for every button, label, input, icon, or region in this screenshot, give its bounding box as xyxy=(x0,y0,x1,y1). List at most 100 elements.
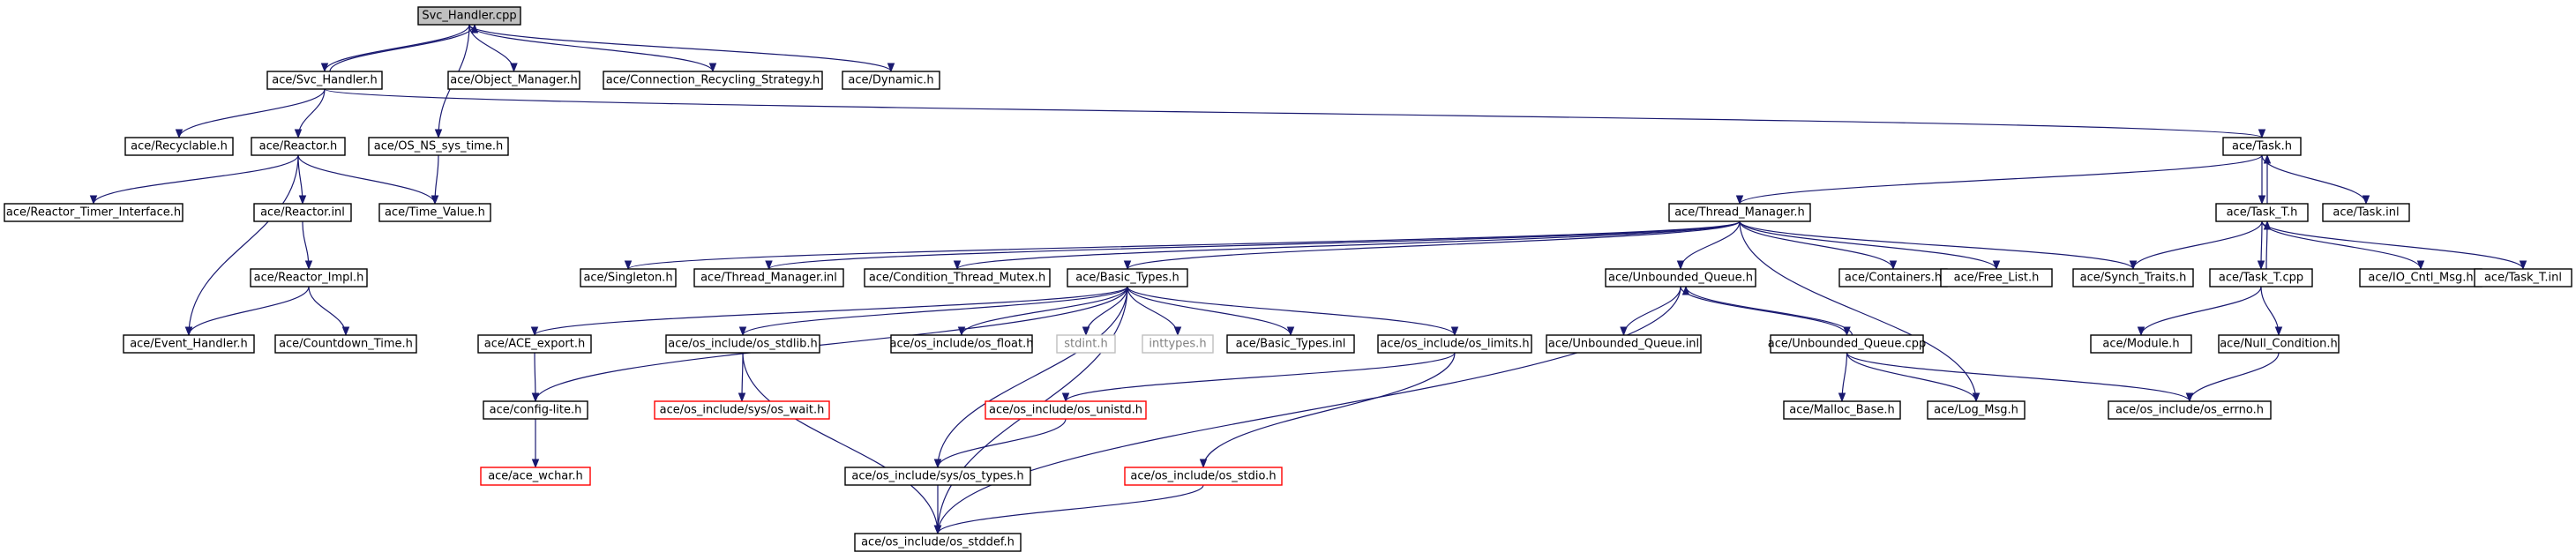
node-log-msg[interactable]: ace/Log_Msg.h xyxy=(1927,400,2026,420)
edge-thread_manager-to-synch_traits xyxy=(1739,220,2138,271)
node-label: inttypes.h xyxy=(1149,338,1206,351)
node-box xyxy=(2222,137,2302,156)
node-label: stdint.h xyxy=(1064,338,1107,351)
node-conn-recycling[interactable]: ace/Connection_Recycling_Strategy.h xyxy=(603,71,823,90)
node-free-list[interactable]: ace/Free_List.h xyxy=(1940,268,2053,287)
node-os-wait[interactable]: ace/os_include/sys/os_wait.h xyxy=(654,400,830,420)
node-stdint[interactable]: stdint.h xyxy=(1056,334,1116,354)
edges-layer xyxy=(89,23,2527,535)
node-label: ace/ace_wchar.h xyxy=(488,470,583,483)
node-module[interactable]: ace/Module.h xyxy=(2090,334,2192,354)
node-inttypes[interactable]: inttypes.h xyxy=(1142,334,1214,354)
node-label: ace/Condition_Thread_Mutex.h xyxy=(869,272,1045,285)
node-object-manager[interactable]: ace/Object_Manager.h xyxy=(447,71,580,90)
nodes-layer: Svc_Handler.cpp ace/Svc_Handler.h ace/Obje… xyxy=(4,6,2572,552)
node-malloc-base[interactable]: ace/Malloc_Base.h xyxy=(1783,400,1901,420)
node-reactor-inl[interactable]: ace/Reactor.inl xyxy=(253,203,352,222)
node-label: ace/Malloc_Base.h xyxy=(1789,404,1895,417)
node-os-stdlib[interactable]: ace/os_include/os_stdlib.h xyxy=(665,334,820,354)
node-os-limits[interactable]: ace/os_include/os_limits.h xyxy=(1377,334,1532,354)
edge-reactor_inl-to-reactor_impl xyxy=(302,220,313,271)
node-label: ace/Synch_Traits.h xyxy=(2080,272,2187,285)
node-label: ace/Svc_Handler.h xyxy=(272,74,377,87)
node-label: ace/Recyclable.h xyxy=(131,140,228,153)
node-basic-types-inl[interactable]: ace/Basic_Types.inl xyxy=(1226,334,1355,354)
edge-reactor_h-to-time_value xyxy=(297,154,439,205)
node-box xyxy=(693,268,844,287)
edge-unbounded_queue_cpp-to-unbounded_queue_h xyxy=(1681,285,1853,336)
edge-reactor_impl-to-countdown_time xyxy=(308,286,350,337)
node-label: ace/Singleton.h xyxy=(583,272,672,285)
edge-os_unistd-to-os_types xyxy=(933,418,1067,469)
node-box xyxy=(1668,203,1811,222)
node-box xyxy=(654,400,830,420)
node-reactor-timer[interactable]: ace/Reactor_Timer_Interface.h xyxy=(4,203,183,222)
node-label: ace/Time_Value.h xyxy=(385,206,485,220)
node-box xyxy=(2072,268,2194,287)
node-containers[interactable]: ace/Containers.h xyxy=(1838,268,1948,287)
node-dynamic[interactable]: ace/Dynamic.h xyxy=(842,71,940,90)
node-synch-traits[interactable]: ace/Synch_Traits.h xyxy=(2072,268,2194,287)
edge-null_condition-to-os_errno xyxy=(2185,352,2280,403)
node-ace-export[interactable]: ace/ACE_export.h xyxy=(477,334,592,354)
node-box xyxy=(378,203,491,222)
node-label: ace/Task_T.inl xyxy=(2484,272,2562,285)
node-os-ns-sys-time[interactable]: ace/OS_NS_sys_time.h xyxy=(368,137,509,156)
node-reactor-h[interactable]: ace/Reactor.h xyxy=(251,137,346,156)
node-cond-thread-mutex[interactable]: ace/Condition_Thread_Mutex.h xyxy=(864,268,1051,287)
edge-svc_h-to-reactor_h xyxy=(294,88,326,139)
node-config-lite[interactable]: ace/config-lite.h xyxy=(483,400,588,420)
node-box xyxy=(2108,400,2272,420)
node-event-handler[interactable]: ace/Event_Handler.h xyxy=(123,334,255,354)
node-os-float[interactable]: ace/os_include/os_float.h xyxy=(889,334,1034,354)
node-thread-manager-inl[interactable]: ace/Thread_Manager.inl xyxy=(693,268,844,287)
node-task-t-h[interactable]: ace/Task_T.h xyxy=(2215,203,2309,222)
node-label: ace/Task_T.h xyxy=(2227,206,2298,220)
node-task-t-inl[interactable]: ace/Task_T.inl xyxy=(2474,268,2572,287)
node-label: ace/Null_Condition.h xyxy=(2220,338,2338,351)
node-os-types[interactable]: ace/os_include/sys/os_types.h xyxy=(844,467,1031,486)
node-svc-cpp[interactable]: Svc_Handler.cpp xyxy=(417,6,521,26)
node-os-stdio[interactable]: ace/os_include/os_stdio.h xyxy=(1124,467,1283,486)
node-time-value[interactable]: ace/Time_Value.h xyxy=(378,203,491,222)
node-box xyxy=(1927,400,2026,420)
node-box xyxy=(1605,268,1756,287)
edge-task_t_h-to-task_t_cpp xyxy=(2257,220,2265,271)
edge-unbounded_queue_cpp-to-malloc_base xyxy=(1838,352,1848,403)
node-label: ace/os_include/os_errno.h xyxy=(2115,404,2264,417)
node-task-t-cpp[interactable]: ace/Task_T.cpp xyxy=(2209,268,2313,287)
node-label: ace/Reactor.h xyxy=(259,140,338,153)
node-null-condition[interactable]: ace/Null_Condition.h xyxy=(2218,334,2340,354)
node-svc-h[interactable]: ace/Svc_Handler.h xyxy=(266,71,383,90)
node-basic-types[interactable]: ace/Basic_Types.h xyxy=(1067,268,1188,287)
node-box xyxy=(4,203,183,222)
node-os-unistd[interactable]: ace/os_include/os_unistd.h xyxy=(985,400,1147,420)
node-recyclable[interactable]: ace/Recyclable.h xyxy=(124,137,234,156)
node-box xyxy=(2322,203,2410,222)
edge-thread_manager-to-basic_types xyxy=(1123,220,1741,271)
node-thread-manager[interactable]: ace/Thread_Manager.h xyxy=(1668,203,1811,222)
edge-thread_manager-to-containers xyxy=(1739,220,1898,271)
node-label: ace/Unbounded_Queue.h xyxy=(1608,272,1753,285)
edge-thread_manager-to-cond_thread_mutex xyxy=(954,220,1741,271)
edge-task_t_h-to-task_t_inl xyxy=(2261,220,2527,271)
node-task-inl[interactable]: ace/Task.inl xyxy=(2322,203,2410,222)
edge-reactor_impl-to-event_handler xyxy=(184,286,310,337)
edge-svc_cpp-to-svc_h xyxy=(320,24,470,73)
node-task-h[interactable]: ace/Task.h xyxy=(2222,137,2302,156)
node-unbounded-queue-h[interactable]: ace/Unbounded_Queue.h xyxy=(1605,268,1756,287)
node-io-cntl-msg[interactable]: ace/IO_Cntl_Msg.h xyxy=(2359,268,2482,287)
node-unbounded-queue-inl[interactable]: ace/Unbounded_Queue.inl xyxy=(1546,334,1702,354)
node-box xyxy=(123,334,255,354)
node-ace-wchar[interactable]: ace/ace_wchar.h xyxy=(480,467,591,486)
node-reactor-impl[interactable]: ace/Reactor_Impl.h xyxy=(250,268,368,287)
node-singleton[interactable]: ace/Singleton.h xyxy=(580,268,677,287)
node-os-stddef[interactable]: ace/os_include/os_stddef.h xyxy=(854,533,1022,552)
node-box xyxy=(253,203,352,222)
node-os-errno[interactable]: ace/os_include/os_errno.h xyxy=(2108,400,2272,420)
node-unbounded-queue-cpp[interactable]: ace/Unbounded_Queue.cpp xyxy=(1768,334,1926,354)
node-countdown-time[interactable]: ace/Countdown_Time.h xyxy=(274,334,417,354)
edge-unbounded_queue_cpp-to-log_msg xyxy=(1846,352,1981,403)
node-box xyxy=(842,71,940,90)
